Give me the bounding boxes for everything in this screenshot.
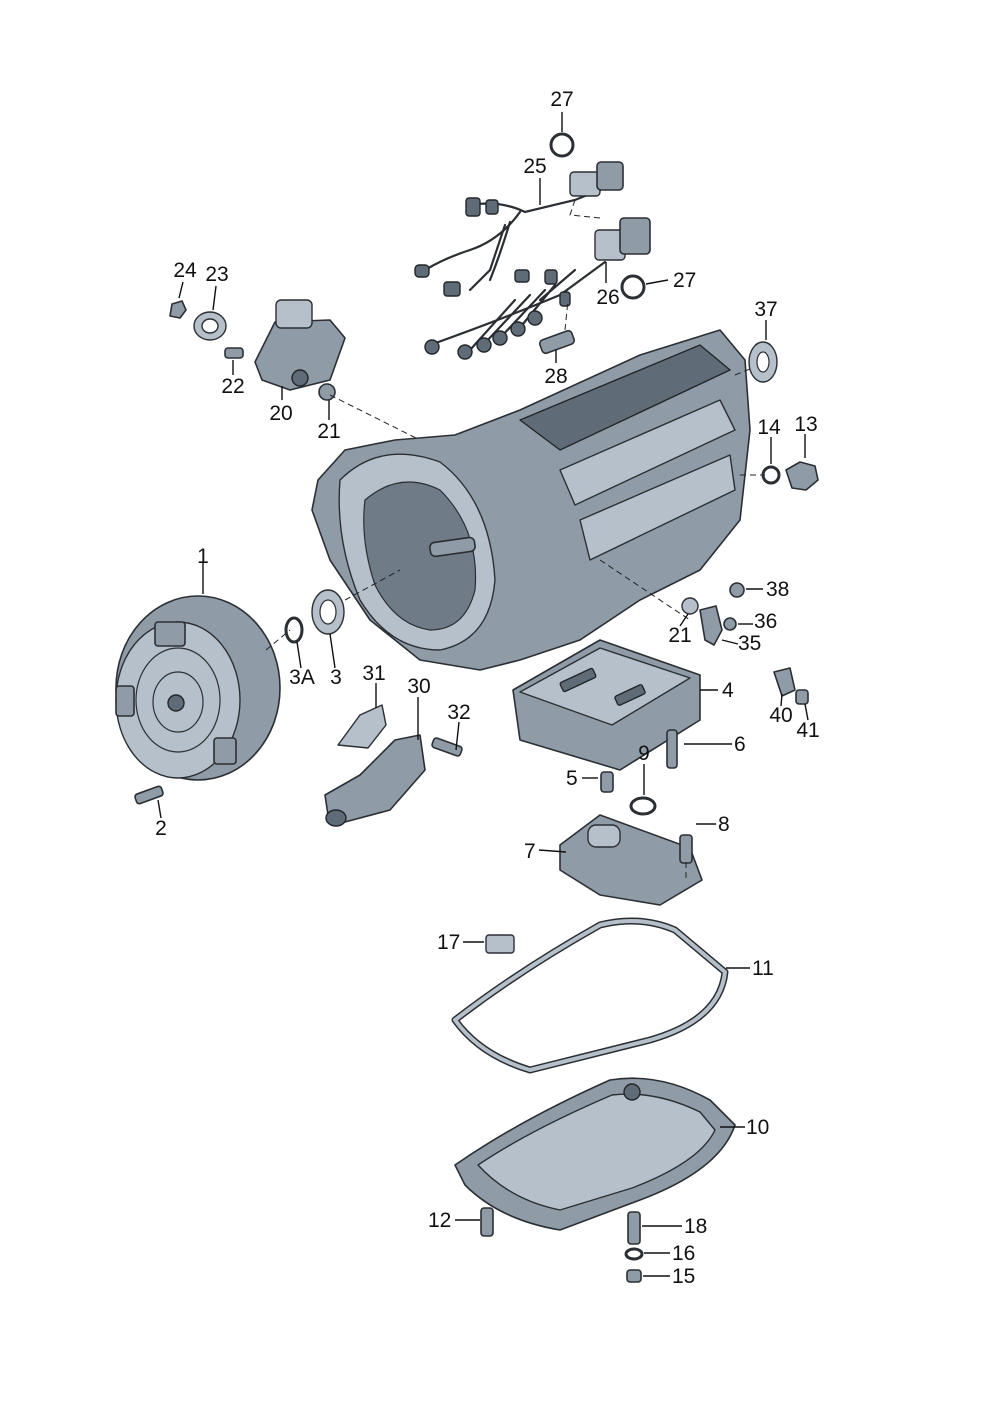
callout-11: 11 [752, 957, 774, 980]
transmission-housing-part [311, 329, 765, 671]
valve-body-part [512, 639, 701, 771]
callout-25: 25 [523, 155, 546, 178]
callout-5: 5 [566, 767, 578, 790]
pad-part-17 [485, 934, 515, 954]
callout-38: 38 [766, 578, 789, 601]
callout-22: 22 [221, 375, 244, 398]
callout-3A: 3A [289, 666, 315, 689]
callout-21-top: 21 [317, 420, 340, 443]
callout-10: 10 [746, 1116, 769, 1139]
callout-9: 9 [638, 742, 650, 765]
valve-body-bolts [600, 729, 678, 816]
mechatronic-actuator-parts [324, 704, 463, 827]
wiring-harness-rear-part [424, 199, 651, 360]
callout-7: 7 [524, 840, 536, 863]
callout-32: 32 [447, 701, 470, 724]
callout-26: 26 [596, 286, 619, 309]
callout-35: 35 [738, 632, 761, 655]
callout-24: 24 [173, 259, 197, 282]
callout-labels: 27 25 24 23 27 26 37 22 28 20 21 14 13 1… [155, 88, 820, 1288]
callout-8: 8 [718, 813, 730, 836]
plug-and-seal-parts [761, 461, 819, 491]
callout-28: 28 [544, 365, 567, 388]
callout-20: 20 [269, 402, 292, 425]
callout-27-top: 27 [550, 88, 573, 111]
leader-lines [157, 112, 809, 1277]
torque-converter-part [115, 595, 291, 805]
callout-17: 17 [437, 931, 460, 954]
callout-4: 4 [722, 679, 734, 702]
callout-27-right: 27 [673, 269, 696, 292]
callout-21-right: 21 [668, 624, 691, 647]
callout-16: 16 [672, 1242, 695, 1265]
oil-pan-part [454, 1077, 736, 1231]
callout-30: 30 [407, 675, 430, 698]
callout-18: 18 [684, 1215, 707, 1238]
seal-and-nut-parts [169, 300, 227, 341]
callout-31: 31 [362, 662, 385, 685]
selector-switch-part [224, 299, 421, 441]
callout-14: 14 [757, 416, 781, 439]
converter-seal-parts [284, 569, 401, 644]
callout-37: 37 [754, 298, 777, 321]
callout-15: 15 [672, 1265, 695, 1288]
wiring-harness-front-part [414, 132, 624, 297]
callout-36: 36 [754, 610, 777, 633]
drain-plug-parts [480, 1207, 644, 1283]
callout-3: 3 [330, 666, 342, 689]
callout-2: 2 [155, 817, 167, 840]
callout-23: 23 [205, 263, 228, 286]
callout-12: 12 [428, 1209, 451, 1232]
oil-filter-part [559, 814, 703, 906]
oil-pan-gasket-part [451, 917, 729, 1074]
sensor-part-28 [538, 299, 576, 355]
bracket-and-nut-parts [681, 582, 745, 646]
bracket-part-40 [773, 667, 809, 705]
shaft-seal-part-37 [748, 341, 778, 383]
callout-41: 41 [796, 719, 819, 742]
callout-40: 40 [769, 704, 792, 727]
callout-13: 13 [794, 413, 817, 436]
callout-1: 1 [197, 545, 209, 568]
callout-6: 6 [734, 733, 746, 756]
